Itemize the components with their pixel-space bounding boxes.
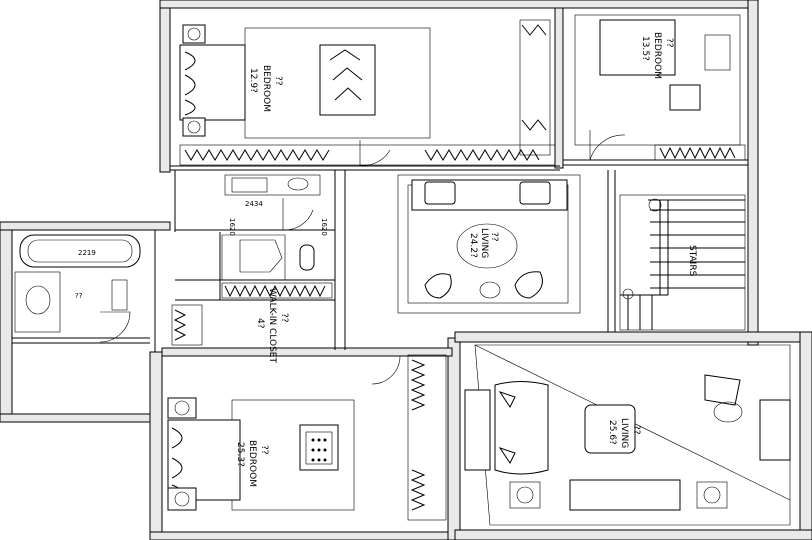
- bedroom-top-code: ??: [273, 76, 283, 86]
- interior-walls: [12, 159, 748, 352]
- bedroom-small-area: 13.5?: [640, 36, 650, 61]
- bedroom-top: ?? BEDROOM 12.9?: [179, 19, 556, 166]
- bedroom-top-area: 12.9?: [248, 68, 258, 93]
- bedroom-small: ?? BEDROOM 13.5?: [574, 14, 746, 161]
- bedroom-bottom: ?? BEDROOM 25.3?: [167, 354, 447, 521]
- left-bath: 2219 ??: [14, 234, 141, 343]
- walkin-closet: ?? WALK-IN CLOSET 4?: [171, 282, 333, 363]
- bedroom-small-code: ??: [664, 38, 674, 48]
- bedroom-bottom-area: 25.3?: [235, 442, 245, 467]
- living-bottom-area: 25.6?: [607, 420, 617, 445]
- left-bath-code: ??: [75, 292, 83, 300]
- closet-area: 4?: [255, 318, 265, 329]
- living-bottom: ?? LIVING 25.6?: [464, 344, 791, 526]
- upper-bath: 2434 1620 1620: [221, 174, 328, 281]
- stairs: STAIRS: [619, 194, 746, 331]
- living-center-code: ??: [489, 232, 499, 242]
- dim-b: 1620: [320, 218, 328, 236]
- tub-dim: 2219: [78, 249, 96, 257]
- vanity-dim: 2434: [245, 200, 263, 208]
- closet-code: ??: [279, 313, 289, 323]
- bedroom-bottom-name: BEDROOM: [247, 440, 257, 487]
- bedroom-small-name: BEDROOM: [652, 32, 662, 79]
- closet-name: WALK-IN CLOSET: [267, 288, 277, 363]
- dim-a: 1620: [228, 218, 236, 236]
- stairs-label: STAIRS: [687, 245, 697, 277]
- bedroom-bottom-code: ??: [259, 445, 269, 455]
- living-bottom-code: ??: [631, 425, 641, 435]
- living-center: ?? LIVING 24.2?: [397, 174, 581, 314]
- bedroom-top-name: BEDROOM: [261, 65, 271, 112]
- living-center-name: LIVING: [479, 228, 489, 258]
- living-bottom-name: LIVING: [619, 418, 629, 448]
- living-center-area: 24.2?: [468, 233, 478, 258]
